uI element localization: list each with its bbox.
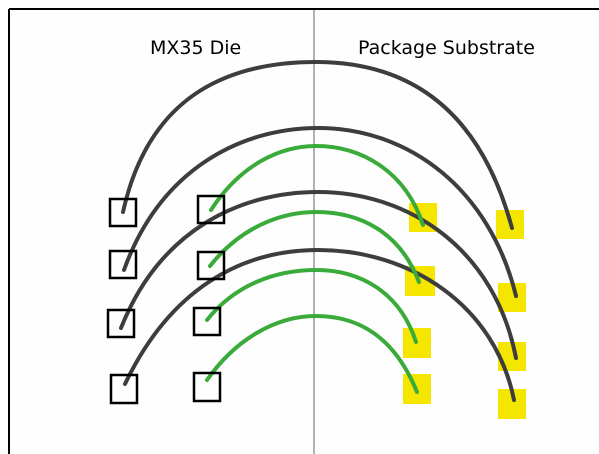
substrate-label: Package Substrate	[358, 37, 535, 59]
die-label: MX35 Die	[150, 37, 241, 59]
